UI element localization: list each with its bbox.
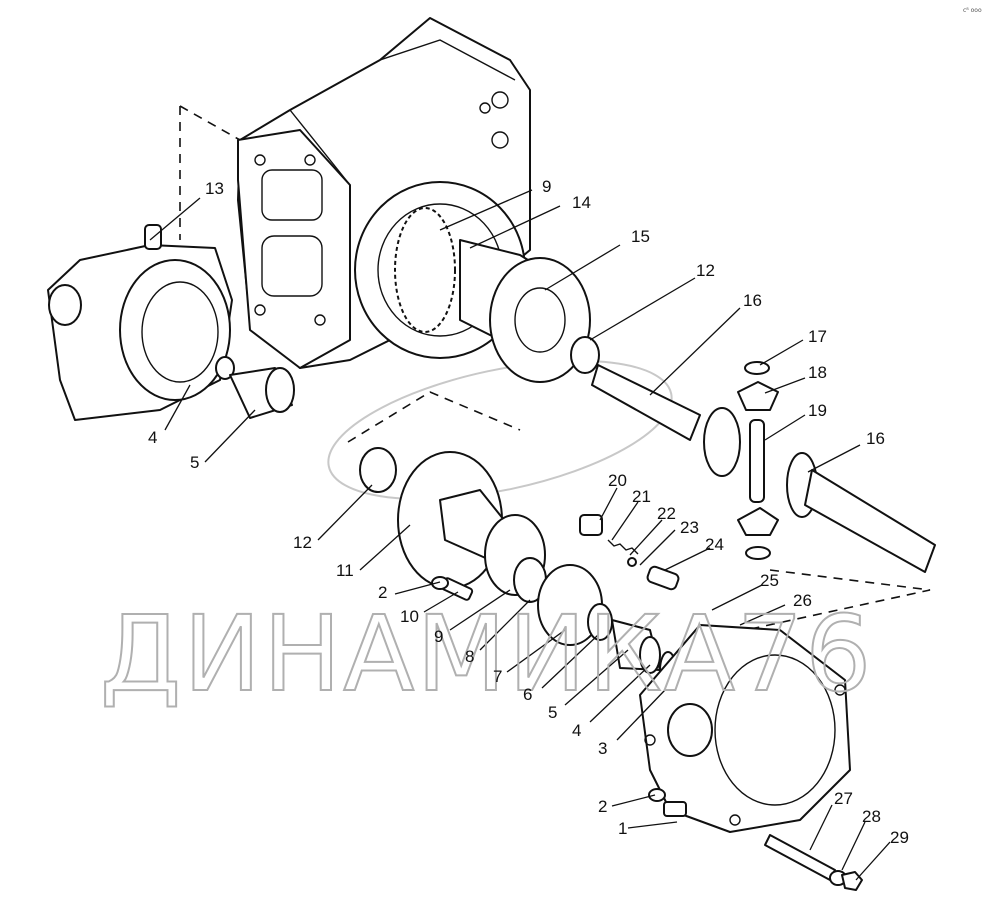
washer-2-upper: [431, 576, 449, 590]
callout-label: 5: [190, 453, 199, 472]
pinion-shaft-19: [749, 419, 765, 503]
axle-shaft-lower: [786, 452, 936, 573]
needle-bearing-left: [229, 367, 295, 419]
washer-2-lower: [648, 788, 666, 802]
callout-label: 15: [631, 227, 650, 246]
callout-label: 8: [465, 647, 474, 666]
shim-washer-12-lower: [359, 447, 397, 493]
piston-23: [646, 565, 680, 591]
left-bearing-housing: [47, 224, 233, 421]
callout-labels: 1 2 2 3 4 4 5 5 6 7 8 9 9 10 11 12 12 13…: [148, 177, 909, 847]
callout-label: 3: [598, 739, 607, 758]
pinion-gear-18: [737, 381, 779, 411]
watermark-text: ДИНАМИКА76: [100, 593, 873, 715]
callout-label: 2: [378, 583, 387, 602]
spring-21: [607, 539, 639, 555]
callout-label: 7: [493, 667, 502, 686]
nut-29: [841, 871, 863, 891]
callout-label: 21: [632, 487, 651, 506]
callout-label: 5: [548, 703, 557, 722]
leader-lines: [149, 189, 891, 881]
callout-label: 4: [148, 428, 157, 447]
main-housing: [237, 17, 531, 369]
callout-label: 29: [890, 828, 909, 847]
ball-22: [627, 557, 637, 567]
bolt-1: [663, 801, 687, 817]
assembly-line-middle: [347, 391, 521, 443]
callout-label: 6: [523, 685, 532, 704]
callout-label: 14: [572, 193, 591, 212]
differential-carrier: [459, 239, 591, 383]
callout-label: 13: [205, 179, 224, 198]
callout-label: 23: [680, 518, 699, 537]
assembly-line-upper: [179, 105, 241, 141]
watermark-oval: [327, 359, 673, 501]
callout-label: 2: [598, 797, 607, 816]
axle-shaft-upper: [591, 364, 741, 477]
snap-ring-17: [744, 361, 770, 375]
callout-label: 24: [705, 535, 724, 554]
callout-label: 9: [542, 177, 551, 196]
assembly-line-right: [699, 569, 931, 641]
snap-ring-lower: [745, 546, 771, 560]
callout-label: 12: [293, 533, 312, 552]
callout-label: 16: [743, 291, 762, 310]
stud-27: [764, 834, 836, 881]
callout-label: 16: [866, 429, 885, 448]
callout-label: 19: [808, 401, 827, 420]
plug-20: [579, 514, 603, 536]
o-ring-left: [215, 356, 235, 380]
callout-label: 18: [808, 363, 827, 382]
callout-label: 17: [808, 327, 827, 346]
ring-gear: [394, 207, 456, 333]
shim-washer-12-upper: [570, 336, 600, 374]
callout-label: 1: [618, 819, 627, 838]
callout-label: 20: [608, 471, 627, 490]
callout-label: 9: [434, 627, 443, 646]
seal-4: [639, 636, 661, 674]
callout-label: 25: [760, 571, 779, 590]
callout-label: 12: [696, 261, 715, 280]
callout-label: 10: [400, 607, 419, 626]
callout-label: 22: [657, 504, 676, 523]
callout-label: 28: [862, 807, 881, 826]
callout-label: 4: [572, 721, 581, 740]
callout-label: 27: [834, 789, 853, 808]
pinion-gear-lower: [737, 507, 779, 536]
callout-label: 26: [793, 591, 812, 610]
corner-mark: c⁸ ooo: [963, 7, 982, 14]
callout-label: 11: [336, 561, 354, 580]
